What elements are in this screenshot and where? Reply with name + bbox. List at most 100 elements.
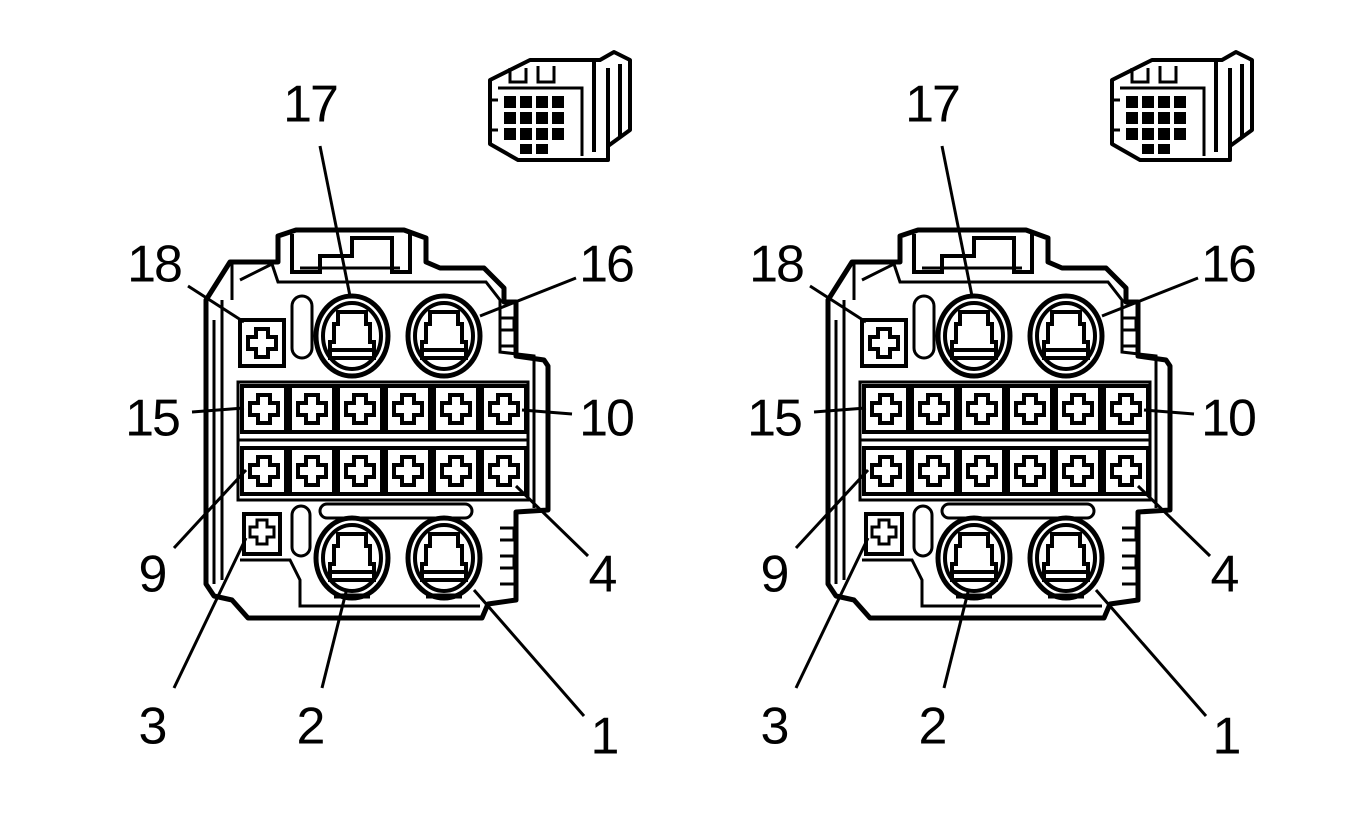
cross-cavity-icon xyxy=(910,384,958,434)
housing-rim xyxy=(861,261,1158,508)
housing-rim-lower xyxy=(240,558,480,608)
leader-15 xyxy=(813,406,867,414)
pin-label-3: 3 xyxy=(761,698,788,756)
pin-label-18: 18 xyxy=(749,236,803,294)
pin-label-4: 4 xyxy=(1211,546,1239,604)
cross-cavity-icon xyxy=(860,318,908,368)
leader-3 xyxy=(794,537,870,689)
cross-cavity-icon xyxy=(288,384,336,434)
cross-cavity-icon xyxy=(384,446,432,496)
side-rib-upper xyxy=(1122,316,1138,348)
round-cavity-icon xyxy=(1030,296,1102,376)
leader-16 xyxy=(479,276,577,318)
pin-label-17: 17 xyxy=(283,76,337,134)
side-rib-lower xyxy=(500,526,516,586)
housing-inner-edge xyxy=(212,262,234,584)
pin-label-15: 15 xyxy=(747,390,801,448)
pin-label-2: 2 xyxy=(919,698,946,756)
pin-label-1: 1 xyxy=(591,708,618,766)
cross-cavity-icon xyxy=(910,446,958,496)
key-slot xyxy=(912,504,934,558)
key-slot xyxy=(290,504,312,558)
cross-cavity-icon xyxy=(384,384,432,434)
leader-17 xyxy=(318,145,352,297)
leader-17 xyxy=(940,145,974,297)
key-slot xyxy=(318,502,474,520)
connector-3d-icon xyxy=(488,50,632,162)
cross-cavity-icon xyxy=(248,518,276,546)
cross-cavity-icon xyxy=(862,446,910,496)
leader-18 xyxy=(187,284,245,324)
key-slot xyxy=(940,502,1096,520)
pin-label-3: 3 xyxy=(139,698,166,756)
cross-cavity-icon xyxy=(1006,446,1054,496)
housing-outline xyxy=(825,227,1173,621)
cross-cavity-icon xyxy=(1006,384,1054,434)
cross-cavity-icon xyxy=(958,384,1006,434)
leader-9 xyxy=(172,468,248,550)
round-cavity-icon xyxy=(1030,518,1102,598)
leader-9 xyxy=(794,468,870,550)
leader-4 xyxy=(514,484,590,558)
pin-label-9: 9 xyxy=(139,546,166,604)
cross-cavity-icon xyxy=(336,384,384,434)
round-cavity-icon xyxy=(938,296,1010,376)
round-cavity-icon xyxy=(316,296,388,376)
cross-cavity-icon xyxy=(862,384,910,434)
cross-cavity-icon xyxy=(240,384,288,434)
cross-cavity-icon xyxy=(238,318,286,368)
pin-label-18: 18 xyxy=(127,236,181,294)
cross-cavity-icon xyxy=(958,446,1006,496)
pin-label-16: 16 xyxy=(1201,236,1255,294)
latch xyxy=(912,234,1034,274)
leader-2 xyxy=(942,591,970,689)
side-rib-lower xyxy=(1122,526,1138,586)
side-rib-upper xyxy=(500,316,516,348)
housing-outline xyxy=(203,227,551,621)
pin-label-4: 4 xyxy=(589,546,617,604)
pin-label-2: 2 xyxy=(297,698,324,756)
round-cavity-icon xyxy=(938,518,1010,598)
housing-rim xyxy=(239,261,536,508)
cross-cavity-icon xyxy=(1102,446,1150,496)
housing-rim-lower xyxy=(862,558,1102,608)
cross-cavity-icon xyxy=(240,446,288,496)
pin-label-17: 17 xyxy=(905,76,959,134)
leader-16 xyxy=(1101,276,1199,318)
round-cavity-icon xyxy=(316,518,388,598)
leader-18 xyxy=(809,284,867,324)
connector-view-2: 17 18 16 15 10 9 4 3 2 1 xyxy=(747,50,1257,766)
round-cavity-icon xyxy=(408,518,480,598)
leader-10 xyxy=(1143,408,1195,416)
cross-cavity-icon xyxy=(1102,384,1150,434)
cross-cavity-icon xyxy=(480,446,528,496)
cross-cavity-icon xyxy=(1054,446,1102,496)
cross-cavity-icon xyxy=(432,384,480,434)
leader-2 xyxy=(320,591,348,689)
leader-15 xyxy=(191,406,245,414)
leader-3 xyxy=(172,537,248,689)
pin-label-10: 10 xyxy=(1201,390,1255,448)
pin-label-1: 1 xyxy=(1213,708,1240,766)
cross-cavity-icon xyxy=(432,446,480,496)
connector-3d-icon xyxy=(1110,50,1254,162)
key-slot xyxy=(290,294,314,360)
cavity-frame xyxy=(242,512,282,556)
cross-cavity-icon xyxy=(336,446,384,496)
housing-inner-edge xyxy=(834,262,856,584)
cross-cavity-icon xyxy=(288,446,336,496)
latch xyxy=(290,234,412,274)
round-cavity-icon xyxy=(408,296,480,376)
pin-label-9: 9 xyxy=(761,546,788,604)
leader-4 xyxy=(1136,484,1212,558)
leader-1 xyxy=(1094,589,1208,717)
key-slot xyxy=(912,294,936,360)
leader-10 xyxy=(521,408,573,416)
leader-1 xyxy=(472,589,586,717)
cross-cavity-icon xyxy=(1054,384,1102,434)
pin-label-16: 16 xyxy=(579,236,633,294)
pin-label-15: 15 xyxy=(125,390,179,448)
